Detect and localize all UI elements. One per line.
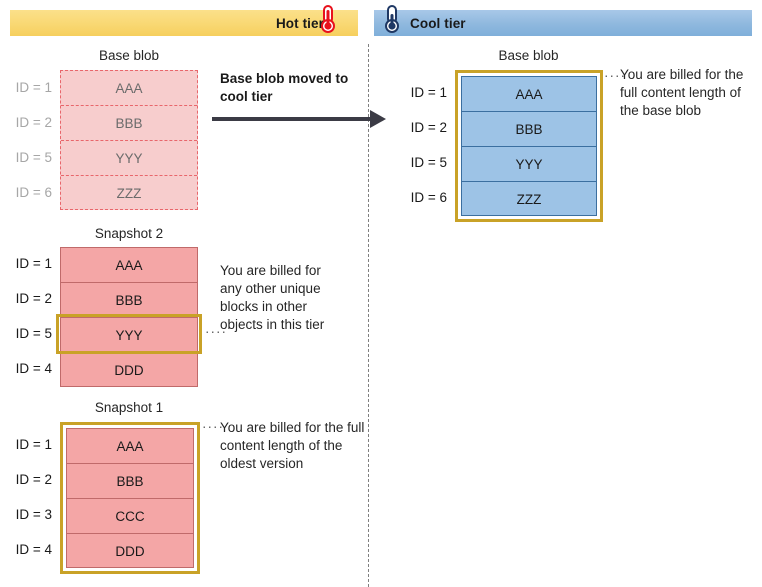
cool-base-blob-id-1: ID = 2 [410, 120, 447, 135]
snapshot-2-id-1: ID = 2 [15, 291, 52, 306]
snapshot-1-note: You are billed for the full content leng… [220, 420, 365, 472]
thermometer-hot-icon [318, 4, 338, 39]
hot-base-blob-id-1: ID = 2 [15, 115, 52, 130]
snapshot-1-id-2: ID = 3 [15, 507, 52, 522]
tier-divider [368, 44, 369, 587]
hot-base-blob-cell-0: AAA [61, 71, 197, 106]
snapshot-2-id-0: ID = 1 [15, 256, 52, 271]
transition-caption: Base blob moved to cool tier [220, 71, 349, 104]
snapshot-1-cell-2: CCC [67, 499, 193, 534]
snapshot-1-cell-0: AAA [67, 429, 193, 464]
right-arrow-icon [212, 117, 372, 121]
snapshot-2-id-3: ID = 4 [15, 361, 52, 376]
cool-base-blob-note: You are billed for the full content leng… [620, 67, 744, 119]
hot-tier-header: Hot tier [10, 10, 358, 36]
hot-base-blob-cell-1: BBB [61, 106, 197, 141]
hot-base-blob-id-2: ID = 5 [15, 150, 52, 165]
snapshot-2-cell-1: BBB [61, 283, 197, 318]
cool-base-blob-block: AAA BBB YYY ZZZ [461, 76, 597, 216]
cool-base-blob-cell-1: BBB [462, 112, 596, 147]
cool-base-blob-title: Base blob [498, 48, 559, 63]
snapshot-1-leader-dots: ···· [202, 419, 224, 434]
snapshot-1-id-0: ID = 1 [15, 437, 52, 452]
hot-tier-label: Hot tier [275, 15, 324, 31]
snapshot-2-cell-3: DDD [114, 363, 144, 378]
cool-base-blob-id-2: ID = 5 [410, 155, 447, 170]
snapshot-1-title: Snapshot 1 [94, 400, 164, 415]
right-arrow-head-icon [370, 110, 386, 128]
hot-base-blob-id-0: ID = 1 [15, 80, 52, 95]
snapshot-2-leader-dots: ···· [205, 324, 227, 339]
snapshot-2-cell-0: AAA [61, 248, 197, 283]
cool-base-blob-cell-2: YYY [462, 147, 596, 182]
snapshot-1-id-3: ID = 4 [15, 542, 52, 557]
snapshot-2-id-2: ID = 5 [15, 326, 52, 341]
cool-tier-header: Cool tier [374, 10, 752, 36]
hot-base-blob-id-3: ID = 6 [15, 185, 52, 200]
cool-base-blob-cell-3: ZZZ [516, 192, 542, 207]
snapshot-2-title: Snapshot 2 [94, 226, 164, 241]
hot-base-blob-cell-2: YYY [61, 141, 197, 176]
cool-base-blob-id-3: ID = 6 [410, 190, 447, 205]
snapshot-2-cell-2: YYY [61, 318, 197, 353]
cool-base-blob-cell-0: AAA [462, 77, 596, 112]
thermometer-cool-icon [382, 4, 402, 39]
snapshot-1-cell-3: DDD [115, 544, 145, 559]
snapshot-1-cell-1: BBB [67, 464, 193, 499]
hot-base-blob-block: AAA BBB YYY ZZZ [60, 70, 198, 210]
snapshot-2-block: AAA BBB YYY DDD [60, 247, 198, 387]
hot-base-blob-cell-3: ZZZ [116, 186, 142, 201]
cool-base-blob-leader-dots: ···· [604, 68, 626, 83]
cool-base-blob-id-0: ID = 1 [410, 85, 447, 100]
snapshot-1-block: AAA BBB CCC DDD [66, 428, 194, 568]
snapshot-2-note: You are billed for any other unique bloc… [220, 263, 325, 333]
snapshot-1-id-1: ID = 2 [15, 472, 52, 487]
hot-base-blob-title: Base blob [98, 48, 160, 63]
cool-tier-label: Cool tier [410, 15, 466, 31]
